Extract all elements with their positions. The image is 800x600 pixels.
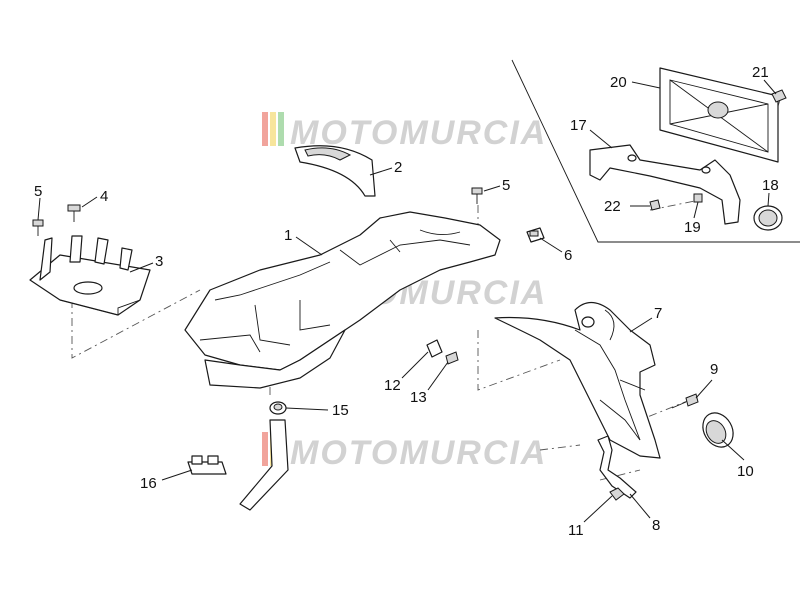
part-3-battery-tray (29, 235, 151, 316)
part-2-cover (294, 145, 376, 197)
callout-labels: 1 2 3 4 5 5 6 7 8 9 10 11 12 13 15 16 17… (34, 64, 779, 539)
part-10-reflector (702, 412, 734, 448)
callout-22: 22 (604, 198, 621, 215)
callout-4: 4 (100, 188, 108, 205)
callout-17: 17 (570, 117, 587, 134)
part-9-screw (671, 393, 699, 409)
part-12-clip (426, 339, 443, 358)
callout-8: 8 (652, 517, 660, 534)
callout-5-left: 5 (34, 183, 42, 200)
callout-2: 2 (394, 159, 402, 176)
part-18-cap (753, 205, 783, 231)
watermark-text: MOTOMURCIA (290, 434, 547, 472)
drain-hose (239, 419, 289, 511)
callout-7: 7 (654, 305, 662, 322)
callout-19: 19 (684, 219, 701, 236)
part-13-screw (445, 351, 459, 365)
part-1-rear-undertray (184, 211, 501, 389)
part-4-screw (67, 204, 81, 222)
part-15-grommet (269, 401, 287, 415)
part-5-screw-center (471, 187, 483, 204)
part-16-double-clip (187, 455, 227, 475)
part-8-bracket (597, 435, 637, 499)
callout-3: 3 (155, 253, 163, 270)
part-17-plate-bracket (589, 144, 741, 225)
callout-5-center: 5 (502, 177, 510, 194)
watermark-text: MOTOMURCIA (290, 114, 547, 152)
callout-1: 1 (284, 227, 292, 244)
callout-18: 18 (762, 177, 779, 194)
leader-lines (37, 79, 777, 523)
callout-12: 12 (384, 377, 401, 394)
callout-20: 20 (610, 74, 627, 91)
watermark-top: MOTOMURCIA (262, 112, 547, 152)
callout-15: 15 (332, 402, 349, 419)
callout-13: 13 (410, 389, 427, 406)
callout-16: 16 (140, 475, 157, 492)
watermark-bottom: MOTOMURCIA (262, 432, 547, 472)
subassembly-boundary (511, 59, 800, 243)
part-6-clip (526, 227, 545, 243)
callout-11: 11 (568, 522, 584, 539)
callout-9: 9 (710, 361, 718, 378)
part-20-license-plate (659, 67, 779, 163)
callout-6: 6 (564, 247, 572, 264)
part-11-nut (609, 487, 625, 501)
part-7-plate-holder (494, 301, 661, 459)
part-19-screw (693, 193, 703, 203)
part-5-screw-left (32, 219, 44, 236)
part-22-nut (649, 199, 661, 211)
callout-10: 10 (737, 463, 754, 480)
callout-21: 21 (752, 64, 769, 81)
